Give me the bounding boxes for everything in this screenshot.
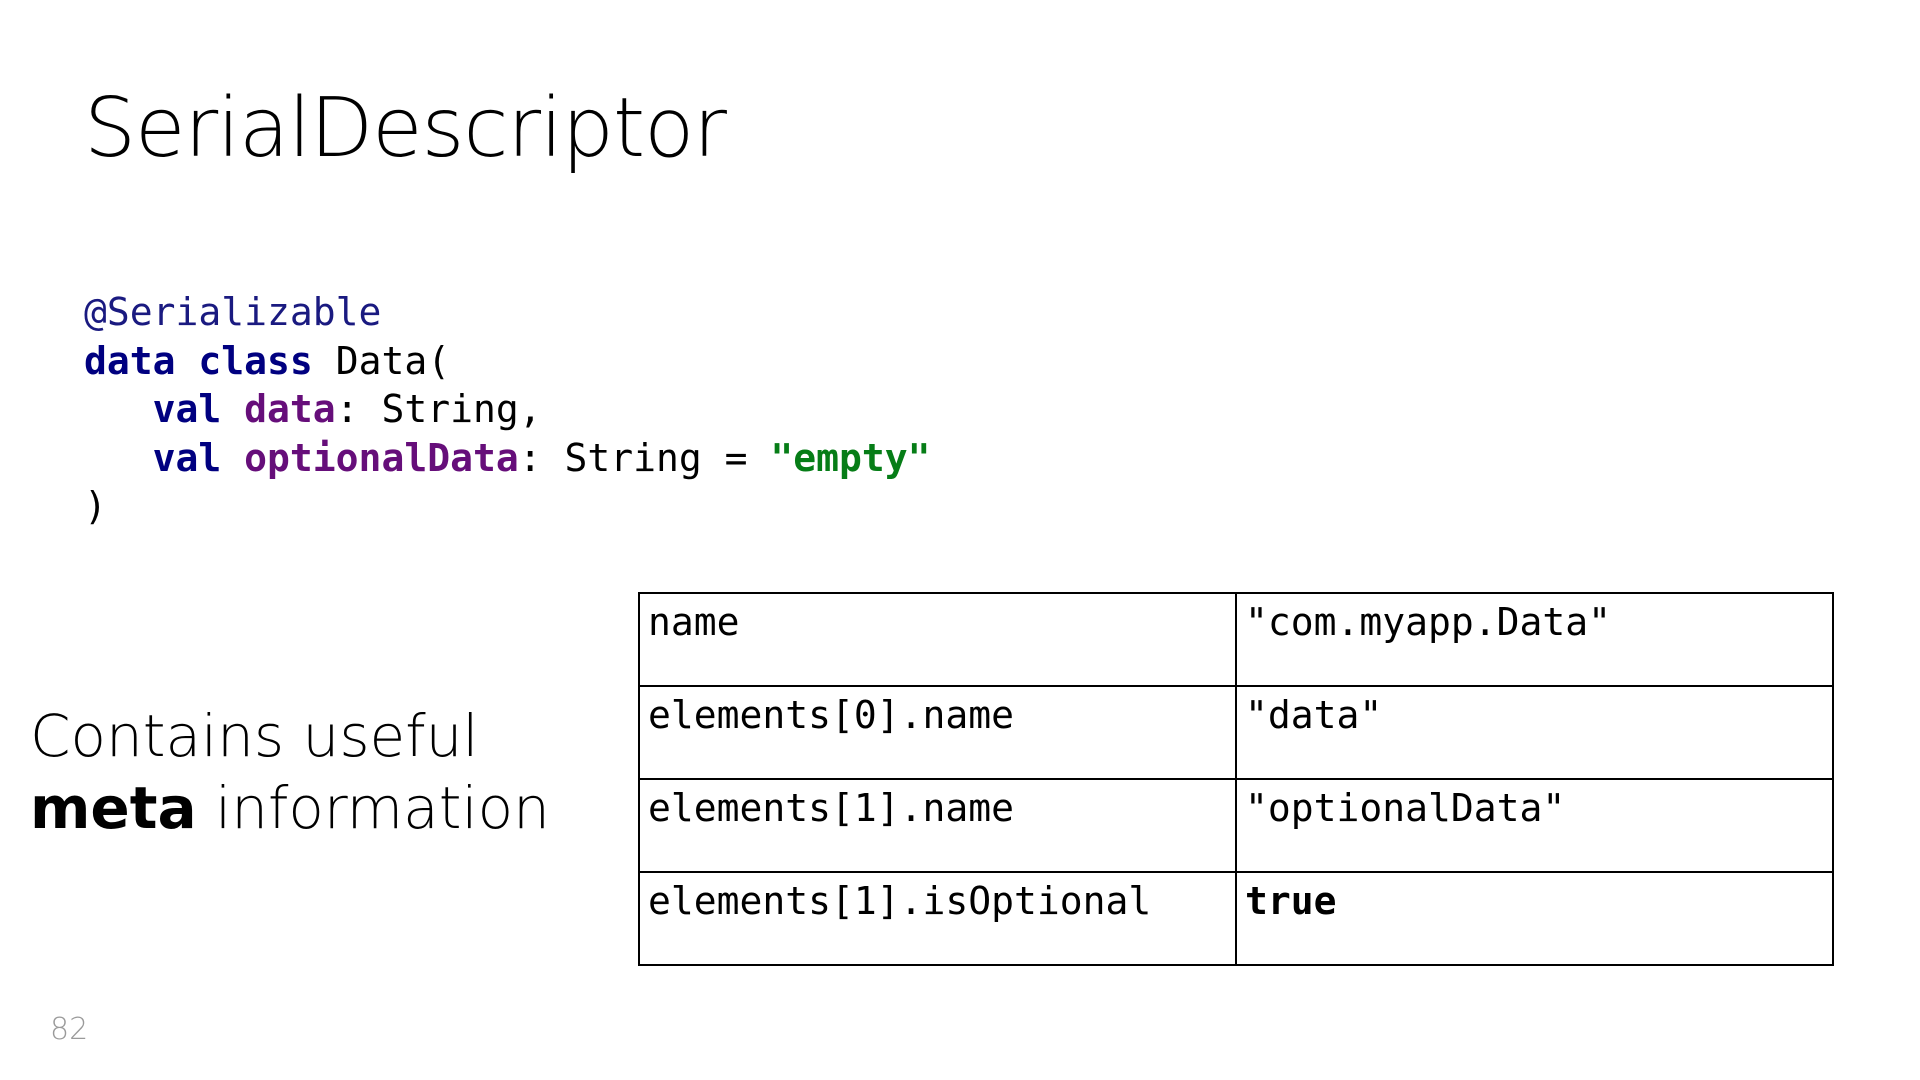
table-row: elements[1].isOptional true <box>638 871 1834 966</box>
side-caption: Contains useful meta information <box>30 700 550 844</box>
table-cell-key: elements[0].name <box>638 685 1237 780</box>
page-number: 82 <box>50 1012 89 1047</box>
code-text: : String = <box>518 435 771 480</box>
code-keyword: data <box>84 338 176 383</box>
table-cell-value: "com.myapp.Data" <box>1235 592 1834 687</box>
side-caption-rest: information <box>196 774 550 842</box>
table-cell-value: true <box>1235 871 1834 966</box>
table-cell-key: elements[1].isOptional <box>638 871 1237 966</box>
code-line-4: val optionalData: String = "empty" <box>84 434 931 483</box>
code-string: "empty" <box>770 435 931 480</box>
code-line-5: ) <box>84 482 931 531</box>
table-row: elements[0].name "data" <box>638 685 1834 780</box>
code-keyword: val <box>152 435 222 480</box>
code-line-3: val data: String, <box>84 385 931 434</box>
code-annotation: @Serializable <box>84 290 382 334</box>
table-cell-key: elements[1].name <box>638 778 1237 873</box>
code-line-1: @Serializable <box>84 288 931 337</box>
code-property: data <box>244 387 336 431</box>
side-caption-line-2: meta information <box>30 772 550 844</box>
table-cell-key: name <box>638 592 1237 687</box>
code-line-2: data class Data( <box>84 337 931 386</box>
table-cell-value: "optionalData" <box>1235 778 1834 873</box>
code-text: : String, <box>335 387 542 431</box>
code-property: optionalData <box>244 435 519 480</box>
code-keyword: val <box>152 387 222 431</box>
table-cell-value: "data" <box>1235 685 1834 780</box>
table-row: name "com.myapp.Data" <box>638 592 1834 687</box>
slide-title: SerialDescriptor <box>84 81 727 176</box>
code-keyword: class <box>198 338 313 383</box>
code-text: Data( <box>335 338 451 383</box>
table-row: elements[1].name "optionalData" <box>638 778 1834 873</box>
side-caption-line-1: Contains useful <box>30 702 479 770</box>
side-caption-bold: meta <box>30 774 197 842</box>
code-text: ) <box>84 484 107 528</box>
meta-info-table: name "com.myapp.Data" elements[0].name "… <box>638 592 1834 966</box>
